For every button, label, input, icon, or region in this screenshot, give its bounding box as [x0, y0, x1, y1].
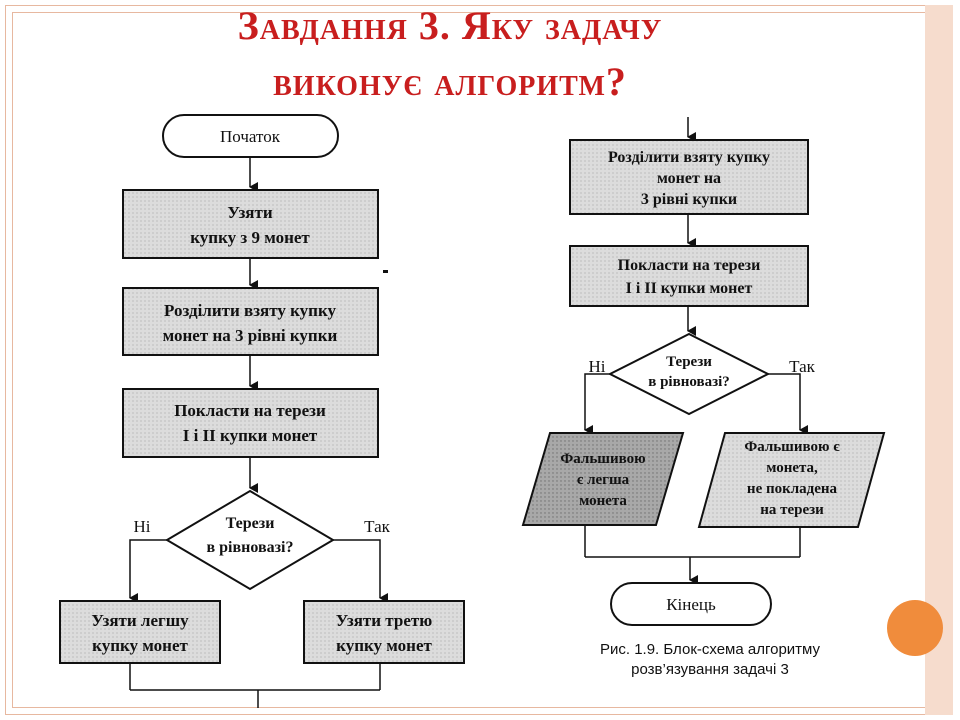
orange-circle-decoration — [887, 600, 943, 656]
slide-decor-strip — [925, 5, 953, 715]
right-output-no-line1: Фальшивою — [560, 451, 645, 467]
right-output-no-line2: є легша — [577, 472, 630, 488]
left-take-lighter-box — [59, 600, 221, 664]
left-split-pile-line1: Розділити взяту купку — [164, 301, 337, 320]
figure-caption-line2: розв’язування задачі 3 — [631, 661, 789, 678]
right-flowchart: Розділити взяту купку монет на 3 рівні к… — [521, 117, 886, 626]
left-decision-line1: Терези — [226, 515, 275, 532]
slide-title-line-2: виконує алгоритм? — [273, 59, 627, 104]
left-take-third-box — [303, 600, 465, 664]
right-split-pile-line3: 3 рівні купки — [641, 191, 737, 208]
figure-caption: Рис. 1.9. Блок-схема алгоритму розв’язув… — [555, 640, 865, 680]
scan-speck — [383, 270, 388, 273]
right-branch-yes-label: Так — [789, 357, 816, 376]
right-decision-line1: Терези — [666, 354, 712, 370]
left-weigh-line1: Покласти на терези — [174, 401, 326, 420]
left-branch-no-label: Ні — [134, 517, 151, 536]
right-weigh-box — [569, 245, 809, 307]
left-take-lighter-line2: купку монет — [92, 636, 188, 655]
left-decision-line2: в рівновазі? — [207, 539, 294, 556]
right-split-pile-line2: монет на — [657, 170, 721, 187]
figure-caption-line1: Рис. 1.9. Блок-схема алгоритму — [599, 641, 821, 658]
left-weigh-line2: I і II купки монет — [183, 426, 318, 445]
left-take-third-line2: купку монет — [336, 636, 432, 655]
right-weigh-line1: Покласти на терези — [618, 257, 761, 274]
right-output-yes-line4: на терези — [760, 502, 824, 518]
right-output-no-parallelogram — [521, 432, 685, 526]
left-flowchart: Початок Узяти купку з 9 монет Розділити … — [59, 114, 465, 708]
left-branch-yes-label: Так — [364, 517, 391, 536]
right-output-yes-line3: не покладена — [747, 481, 838, 497]
right-decision-line2: в рівновазі? — [648, 374, 730, 390]
left-take-pile-line2: купку з 9 монет — [190, 228, 310, 247]
left-split-pile-box — [122, 287, 379, 356]
right-split-pile-line1: Розділити взяту купку — [608, 149, 770, 166]
right-decision-diamond — [607, 332, 771, 416]
right-end-label: Кінець — [666, 595, 716, 614]
right-split-pile-box — [569, 139, 809, 215]
right-output-yes-line2: монета, — [766, 460, 818, 476]
left-decision-diamond — [165, 489, 335, 591]
left-take-third-line1: Узяти третю — [336, 611, 432, 630]
left-split-pile-line2: монет на 3 рівні купки — [163, 326, 338, 345]
right-branch-no-label: Ні — [589, 357, 606, 376]
left-take-lighter-line1: Узяти легшу — [91, 611, 189, 630]
right-output-yes-parallelogram — [697, 432, 886, 528]
right-end-terminator — [610, 582, 772, 626]
slide-title-line-1: Завдання 3. Яку задачу — [237, 3, 663, 48]
right-output-no-line3: монета — [579, 493, 627, 509]
right-weigh-line2: I і II купки монет — [626, 280, 753, 297]
left-weigh-box — [122, 388, 379, 458]
left-start-label: Початок — [220, 127, 281, 146]
left-take-pile-line1: Узяти — [227, 203, 272, 222]
right-output-yes-line1: Фальшивою є — [744, 439, 840, 455]
left-take-pile-box — [122, 189, 379, 259]
